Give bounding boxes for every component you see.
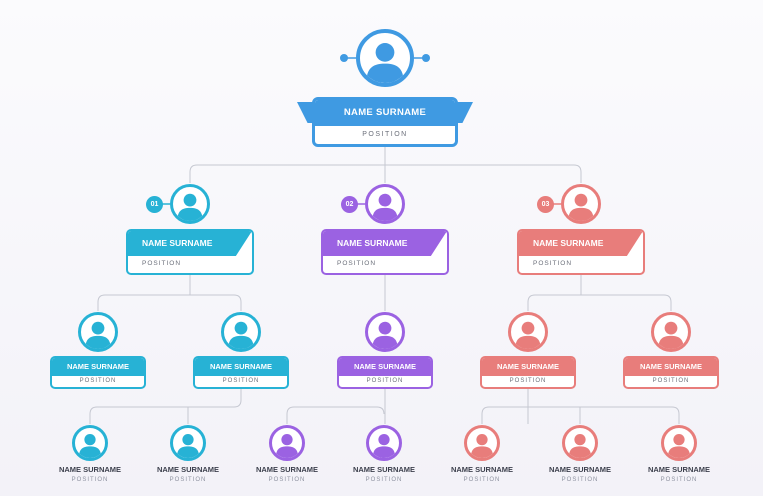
person-icon (661, 425, 697, 461)
person-icon (221, 312, 261, 352)
person-icon (562, 425, 598, 461)
person-icon (356, 29, 414, 87)
staff-label: NAME SURNAME POSITION (45, 465, 135, 483)
position-label: POSITION (169, 477, 207, 483)
position-card[interactable]: NAME SURNAME POSITION (126, 229, 254, 275)
name-label: NAME SURNAME (52, 358, 144, 376)
name-label: NAME SURNAME (647, 465, 711, 474)
number-badge: 02 (341, 195, 358, 213)
connector-line (97, 294, 242, 311)
position-label: POSITION (463, 477, 501, 483)
connector-line (89, 389, 242, 424)
name-label: NAME SURNAME (315, 100, 455, 126)
staff-label: NAME SURNAME POSITION (634, 465, 724, 483)
person-icon (365, 312, 405, 352)
name-label: NAME SURNAME (323, 231, 447, 256)
position-label: POSITION (222, 378, 260, 384)
position-card[interactable]: NAME SURNAME POSITION (193, 356, 289, 389)
name-label: NAME SURNAME (450, 465, 514, 474)
position-label: POSITION (268, 477, 306, 483)
staff-label: NAME SURNAME POSITION (535, 465, 625, 483)
position-label: POSITION (365, 477, 403, 483)
root-position-card[interactable]: NAME SURNAME POSITION (312, 97, 458, 147)
person-icon (72, 425, 108, 461)
connector-dot (422, 54, 430, 62)
person-icon (170, 425, 206, 461)
connector-line (286, 406, 385, 424)
position-label: POSITION (533, 260, 573, 267)
staff-label: NAME SURNAME POSITION (242, 465, 332, 483)
name-label: NAME SURNAME (548, 465, 612, 474)
position-label: POSITION (652, 378, 690, 384)
position-card[interactable]: NAME SURNAME POSITION (337, 356, 433, 389)
person-icon (651, 312, 691, 352)
name-label: NAME SURNAME (58, 465, 122, 474)
name-label: NAME SURNAME (352, 465, 416, 474)
position-card[interactable]: NAME SURNAME POSITION (517, 229, 645, 275)
position-label: POSITION (337, 260, 377, 267)
position-card[interactable]: NAME SURNAME POSITION (321, 229, 449, 275)
name-label: NAME SURNAME (519, 231, 643, 256)
position-label: POSITION (79, 378, 117, 384)
name-label: NAME SURNAME (255, 465, 319, 474)
name-label: NAME SURNAME (128, 231, 252, 256)
name-label: NAME SURNAME (339, 358, 431, 376)
position-label: POSITION (362, 131, 408, 138)
person-icon (365, 184, 405, 224)
position-label: POSITION (509, 378, 547, 384)
name-label: NAME SURNAME (195, 358, 287, 376)
staff-label: NAME SURNAME POSITION (143, 465, 233, 483)
name-label: NAME SURNAME (482, 358, 574, 376)
person-icon (170, 184, 210, 224)
position-label: POSITION (71, 477, 109, 483)
position-label: POSITION (561, 477, 599, 483)
staff-label: NAME SURNAME POSITION (437, 465, 527, 483)
connector-dot (340, 54, 348, 62)
position-card[interactable]: NAME SURNAME POSITION (623, 356, 719, 389)
position-label: POSITION (366, 378, 404, 384)
position-card[interactable]: NAME SURNAME POSITION (50, 356, 146, 389)
position-label: POSITION (142, 260, 182, 267)
number-badge: 03 (537, 195, 554, 213)
person-icon (269, 425, 305, 461)
staff-label: NAME SURNAME POSITION (339, 465, 429, 483)
position-card[interactable]: NAME SURNAME POSITION (480, 356, 576, 389)
connector-line (527, 294, 672, 311)
person-icon (464, 425, 500, 461)
person-icon (561, 184, 601, 224)
name-label: NAME SURNAME (625, 358, 717, 376)
person-icon (508, 312, 548, 352)
person-icon (366, 425, 402, 461)
position-label: POSITION (660, 477, 698, 483)
name-label: NAME SURNAME (156, 465, 220, 474)
number-badge: 01 (146, 195, 163, 213)
person-icon (78, 312, 118, 352)
